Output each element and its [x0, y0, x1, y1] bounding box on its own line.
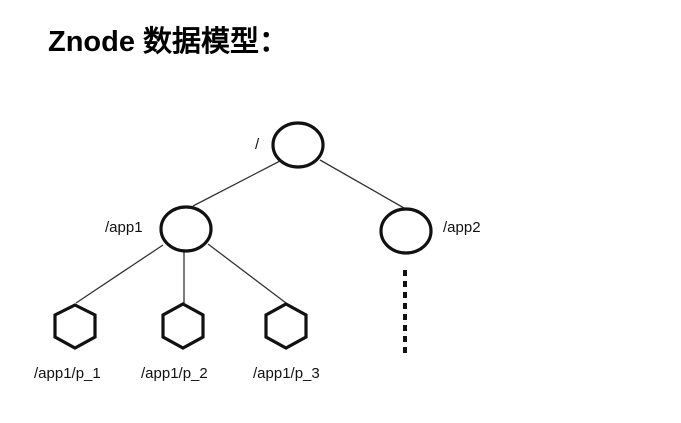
node-app1 — [159, 205, 213, 253]
edge-app1-p3 — [207, 243, 287, 304]
node-p3 — [264, 302, 308, 350]
label-app2: /app2 — [443, 219, 481, 236]
page-title: Znode 数据模型： — [48, 26, 289, 58]
label-root: / — [255, 136, 260, 153]
node-p1 — [53, 303, 97, 350]
node-root — [271, 121, 325, 169]
label-p3: /app1/p_3 — [253, 365, 320, 382]
node-p2 — [161, 302, 205, 350]
edge-root-app2 — [319, 159, 405, 209]
edge-app1-p1 — [75, 244, 164, 304]
label-p1: /app1/p_1 — [34, 365, 101, 382]
edge-root-app1 — [192, 160, 281, 207]
label-p2: /app1/p_2 — [141, 365, 208, 382]
node-app2 — [379, 207, 433, 255]
label-app1: /app1 — [105, 219, 143, 236]
